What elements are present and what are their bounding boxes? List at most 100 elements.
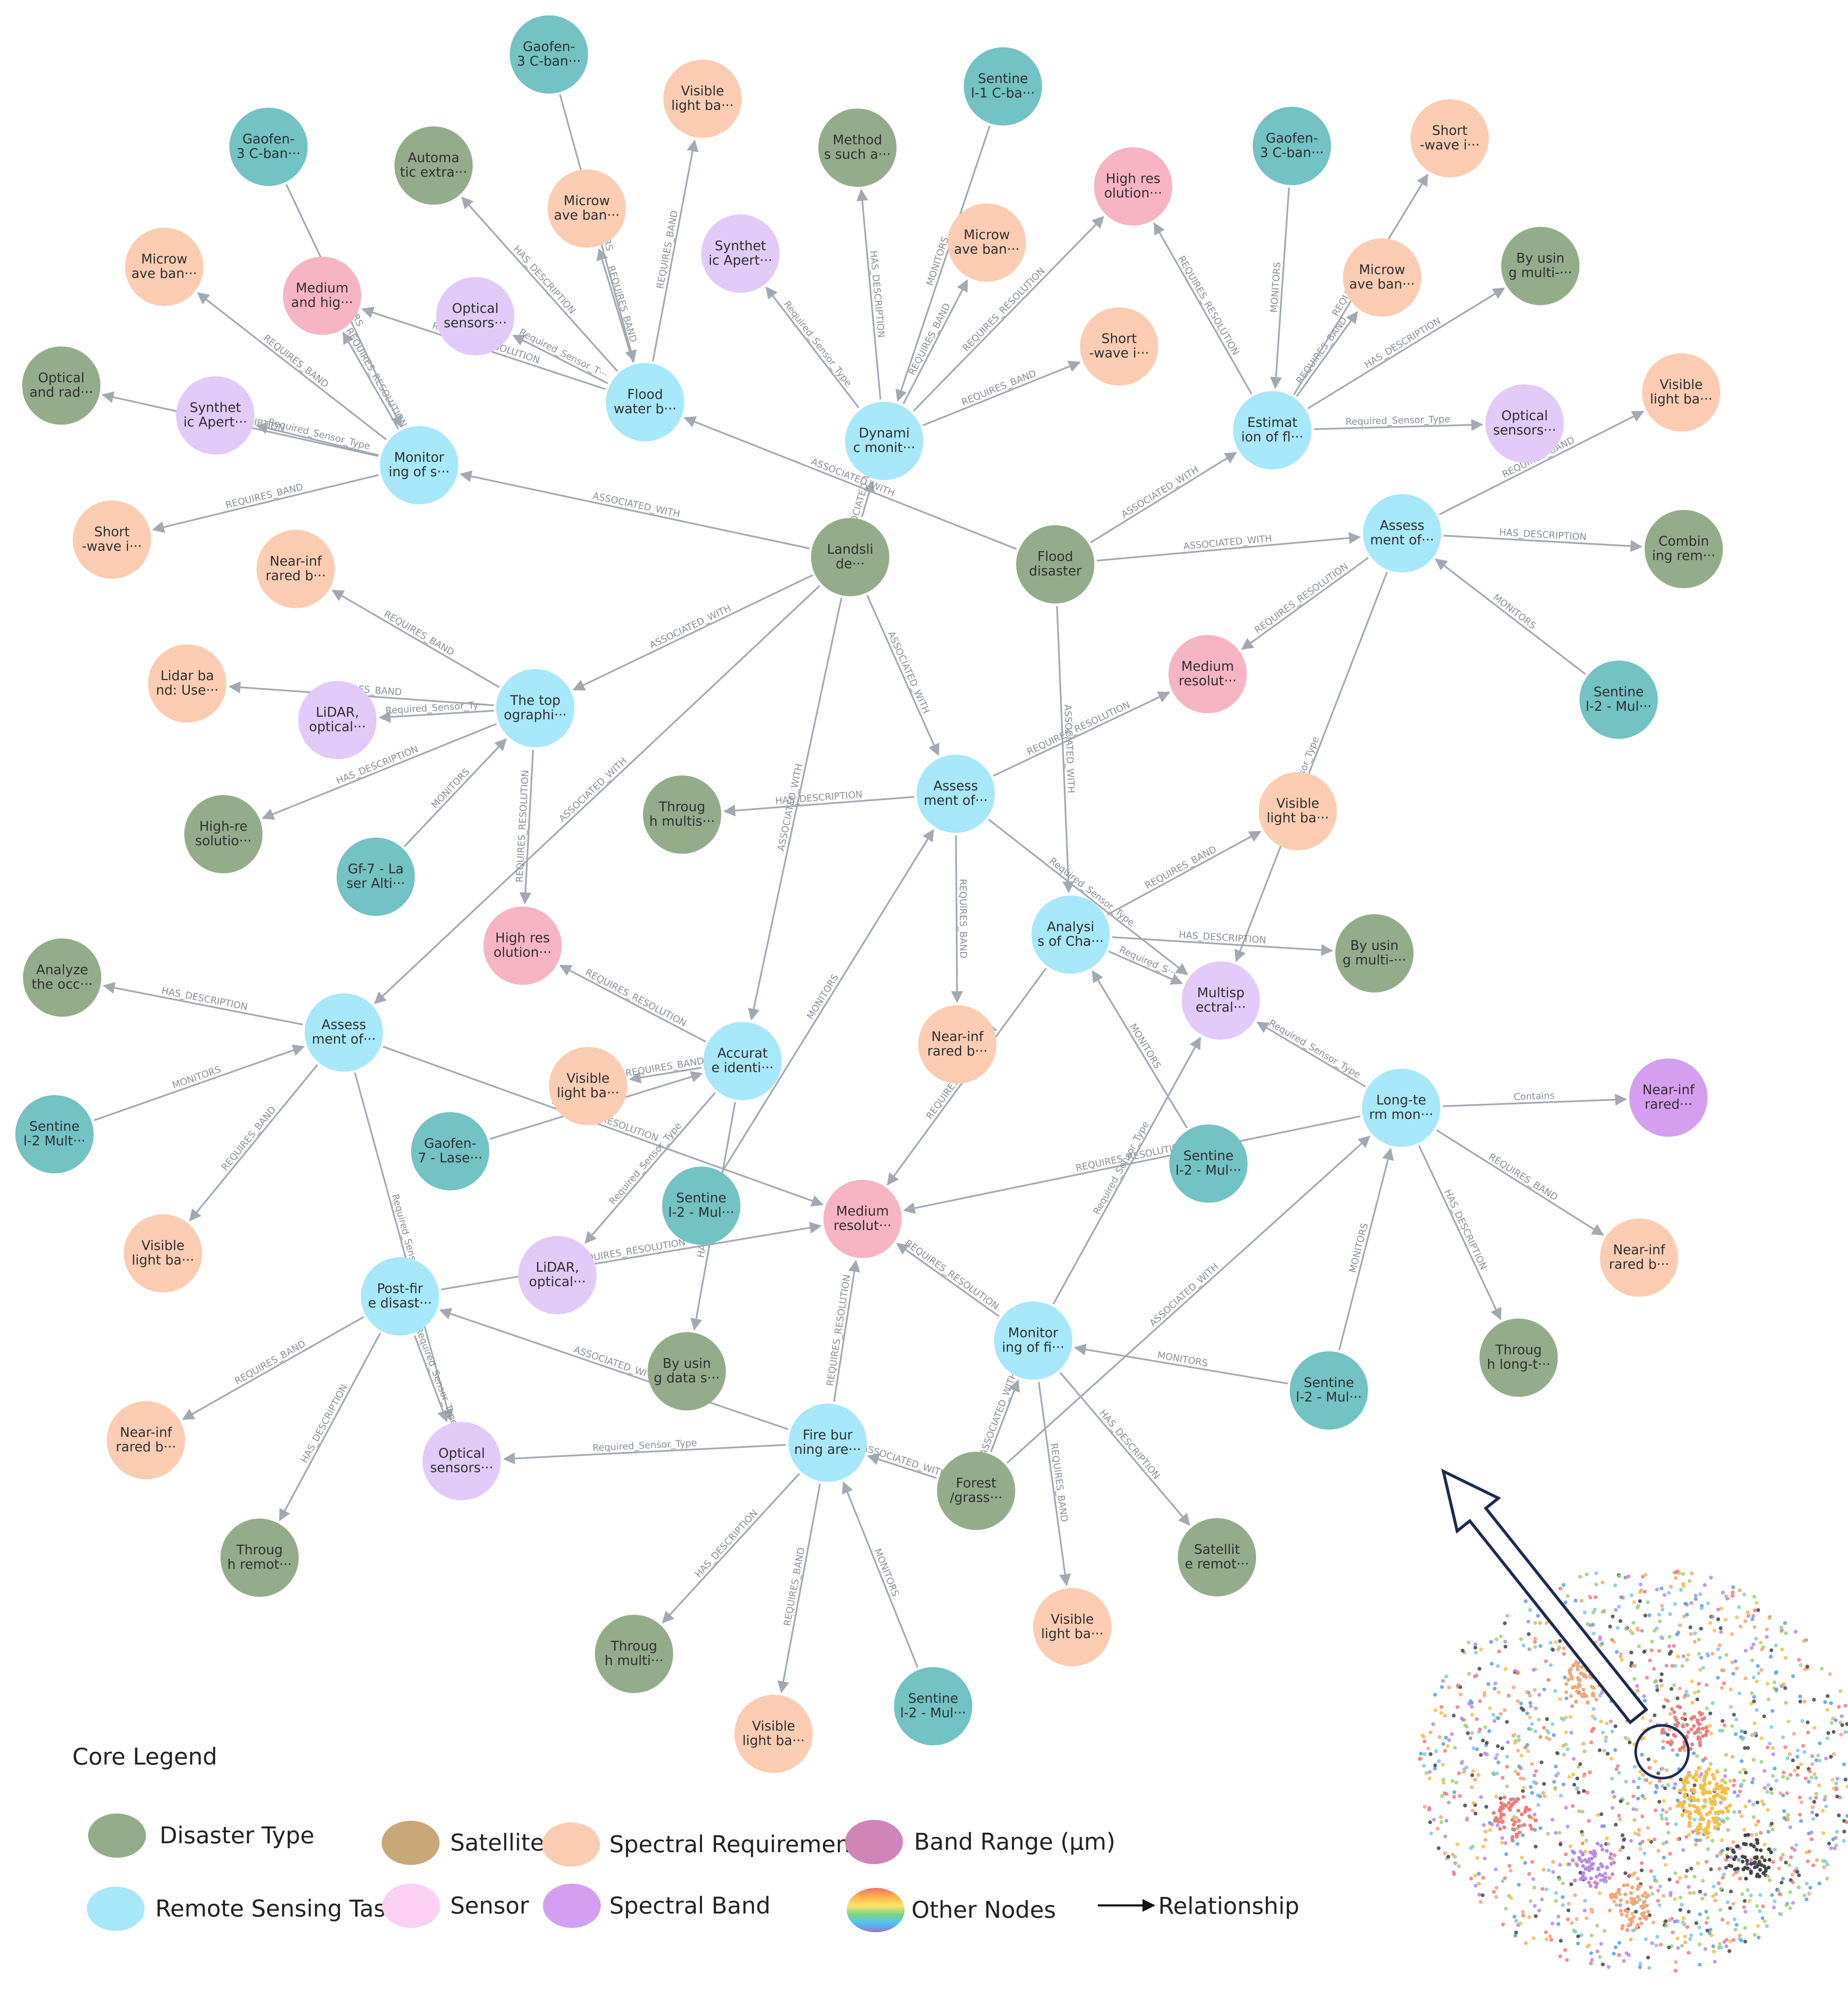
- node-disaster[interactable]: Forest/grass···: [937, 1452, 1015, 1530]
- overview-dot: [1628, 1740, 1632, 1745]
- overview-highlight-dot: [1694, 1828, 1699, 1833]
- node-satellite[interactable]: Gaofen-3 C-ban···: [1253, 107, 1331, 185]
- overview-dot: [1640, 1814, 1645, 1819]
- overview-dot: [1732, 1790, 1737, 1794]
- node-spectral[interactable]: Short-wave i···: [1411, 99, 1489, 177]
- node-satellite[interactable]: Gaofen-3 C-ban···: [229, 108, 308, 186]
- overview-dot: [1812, 1772, 1817, 1776]
- overview-dot: [1689, 1601, 1694, 1605]
- overview-dot: [1663, 1786, 1667, 1790]
- overview-dot: [1444, 1674, 1448, 1679]
- overview-dot: [1619, 1658, 1624, 1662]
- overview-cluster-dot: [1515, 1835, 1519, 1839]
- overview-dot: [1720, 1729, 1725, 1733]
- node-satellite[interactable]: Gaofen-3 C-ban···: [510, 15, 588, 94]
- overview-dot: [1742, 1828, 1746, 1832]
- overview-dot: [1680, 1944, 1684, 1948]
- overview-dot: [1722, 1872, 1726, 1876]
- overview-dot: [1460, 1648, 1465, 1653]
- overview-dot: [1483, 1830, 1488, 1834]
- overview-dot: [1549, 1663, 1553, 1667]
- node-sensor[interactable]: LiDAR,optical···: [298, 681, 377, 759]
- node-satellite[interactable]: Gaofen-7 - Lase···: [411, 1112, 489, 1190]
- node-spectral[interactable]: Short-wave i···: [73, 501, 151, 579]
- legend-item: Disaster Type: [88, 1813, 314, 1858]
- overview-dot: [1711, 1894, 1715, 1898]
- overview-dot: [1697, 1652, 1701, 1656]
- overview-dot: [1517, 1765, 1521, 1769]
- edge: ASSOCIATED_WITH: [460, 470, 810, 549]
- overview-highlight-dot: [1714, 1785, 1719, 1790]
- overview-highlight-dot: [1691, 1795, 1695, 1800]
- node-spectral[interactable]: Short-wave i···: [1080, 307, 1158, 386]
- node-sensor[interactable]: LiDAR,optical···: [518, 1236, 597, 1314]
